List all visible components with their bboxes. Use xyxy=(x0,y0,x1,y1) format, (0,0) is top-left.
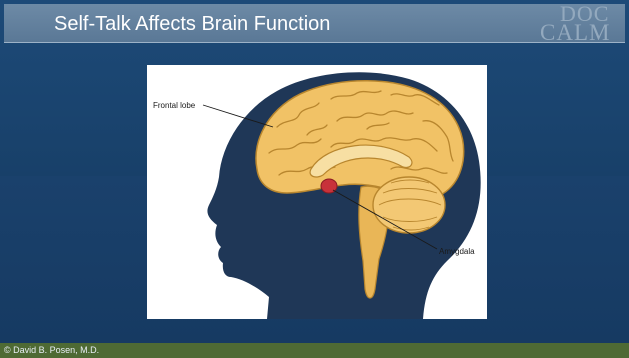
copyright-text: © David B. Posen, M.D. xyxy=(4,345,99,355)
amygdala-label: Amygdala xyxy=(439,247,475,256)
brain-figure: Frontal lobe Amygdala xyxy=(147,65,487,319)
slide-title: Self-Talk Affects Brain Function xyxy=(54,13,330,36)
footer-bar: © David B. Posen, M.D. xyxy=(0,343,629,358)
frontal-lobe-label: Frontal lobe xyxy=(153,101,195,110)
doc-calm-logo: DOC CALM xyxy=(533,0,625,44)
brain-illustration xyxy=(147,65,487,319)
title-bar: Self-Talk Affects Brain Function xyxy=(4,4,625,43)
cerebellum xyxy=(373,177,445,233)
logo-text-line2: CALM xyxy=(540,20,610,46)
